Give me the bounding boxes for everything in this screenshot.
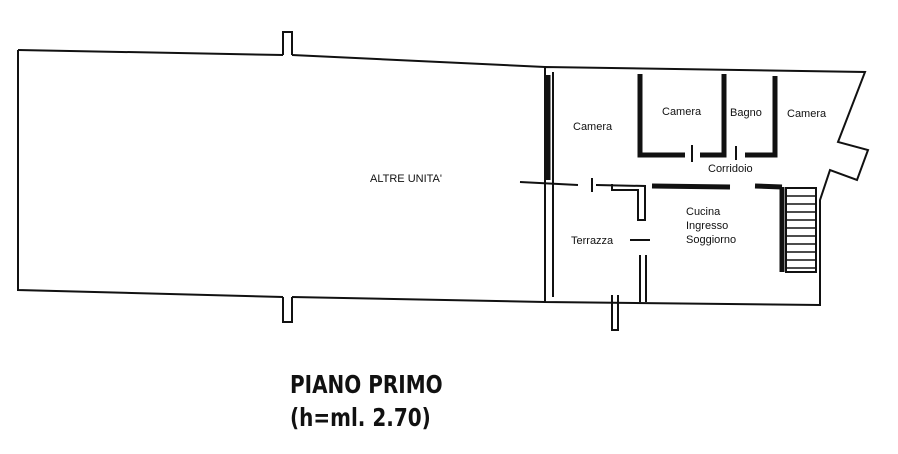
other-units-outline — [17, 31, 546, 323]
floor-height: (h=ml. 2.70) — [290, 404, 431, 433]
room-label-corridoio: Corridoio — [708, 163, 753, 175]
room-label-camera: Camera — [662, 106, 702, 118]
room-label-bagno: Bagno — [730, 107, 762, 119]
room-label-camera: Camera — [573, 121, 613, 133]
room-label-terrazza: Terrazza — [571, 235, 614, 247]
room-label-ingresso: Ingresso — [686, 220, 728, 232]
room-label-cucina: Cucina — [686, 206, 721, 218]
floor-title: PIANO PRIMO — [290, 371, 443, 400]
room-label-soggiorno: Soggiorno — [686, 234, 736, 246]
staircase — [785, 187, 817, 273]
apartment-walls — [519, 65, 870, 331]
other-units-label: ALTRE UNITA' — [370, 173, 442, 185]
room-label-camera: Camera — [787, 108, 827, 120]
